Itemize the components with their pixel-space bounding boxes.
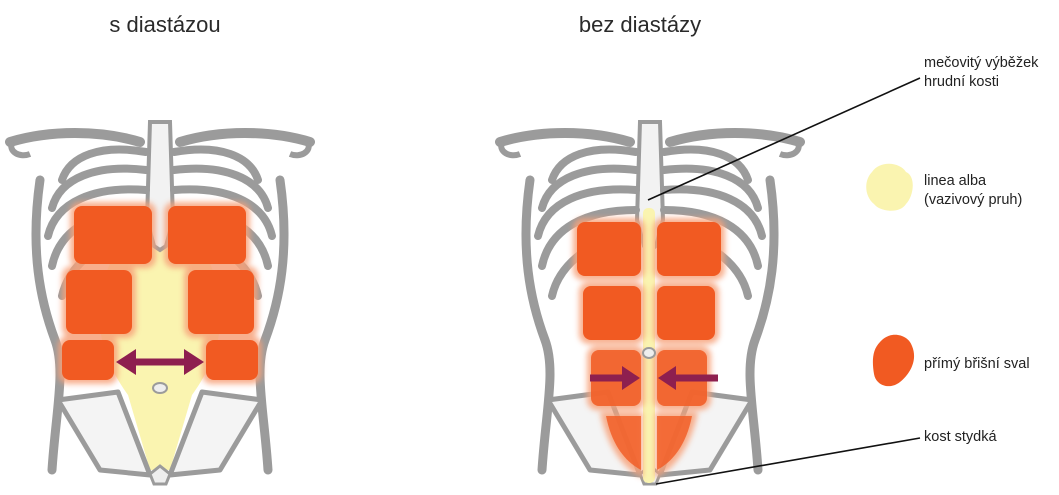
- xiphoid-label-line2: hrudní kosti: [924, 73, 1038, 92]
- torso-without-diastasis: [500, 122, 800, 484]
- linea-alba-swatch: [866, 164, 913, 211]
- pubic-bone-label: kost stydká: [924, 428, 997, 447]
- linea-label-line2: (vazivový pruh): [924, 191, 1022, 210]
- rectus-muscle-swatch: [873, 335, 914, 386]
- navel: [153, 383, 167, 393]
- xiphoid-process-label: mečovitý výběžek hrudní kosti: [924, 54, 1038, 92]
- linea-label-line1: linea alba: [924, 172, 1022, 191]
- rectus-muscle-label: přímý břišní sval: [924, 355, 1030, 374]
- navel: [643, 348, 655, 358]
- torso-with-diastasis: [10, 122, 310, 484]
- xiphoid-label-line1: mečovitý výběžek: [924, 54, 1038, 73]
- linea-alba-label: linea alba (vazivový pruh): [924, 172, 1022, 210]
